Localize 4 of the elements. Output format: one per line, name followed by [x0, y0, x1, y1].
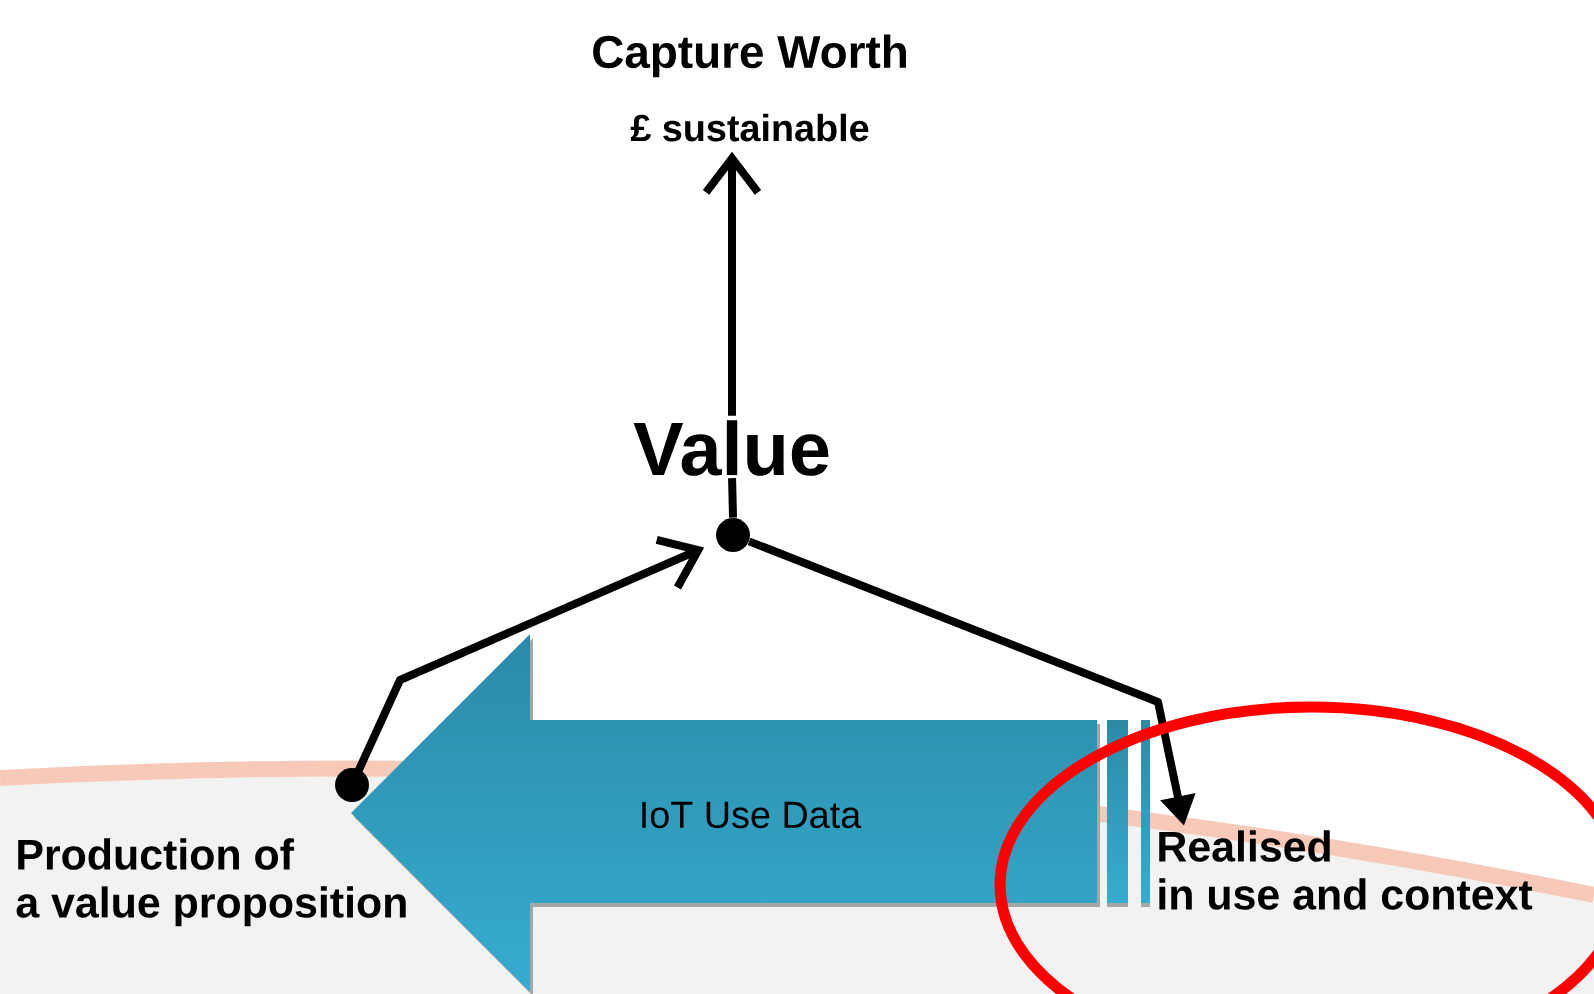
junction-dot	[716, 518, 750, 552]
heading-label: Capture Worth £ sustainable	[593, 34, 906, 142]
value-label: Value	[633, 420, 829, 476]
stage-label: Realised in use and context	[1159, 830, 1533, 910]
